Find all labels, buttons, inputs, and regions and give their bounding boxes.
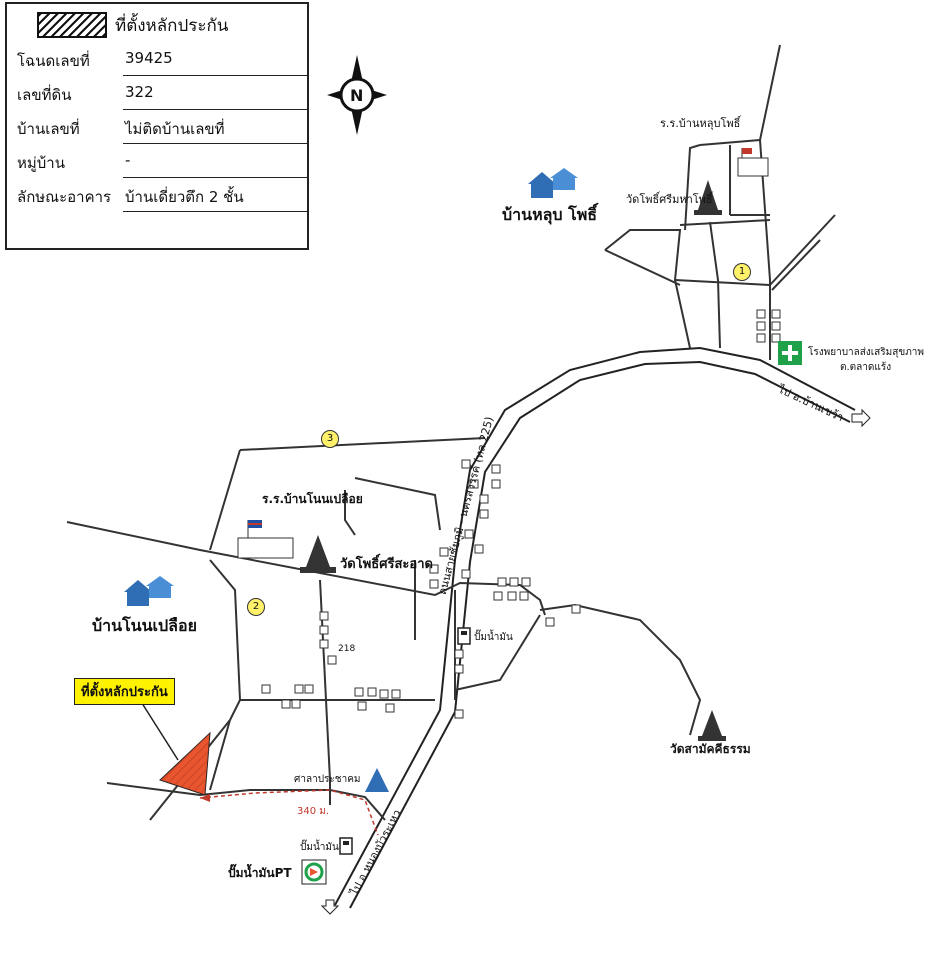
school-north-label: ร.ร.บ้านหลุบโพธิ์ — [660, 117, 741, 130]
info-row-house-no: บ้านเลขที่ ไม่ติดบ้านเลขที่ — [7, 110, 307, 144]
gas-pump-icon — [457, 627, 471, 645]
temple-icon — [694, 180, 722, 215]
gas-pt-label: ปั๊มน้ำมันPT — [228, 866, 292, 880]
temple-icon — [300, 535, 336, 573]
school-flag-icon — [737, 148, 769, 177]
property-info-table: ที่ตั้งหลักประกัน โฉนดเลขที่ 39425 เลขที… — [5, 2, 309, 250]
temple-icon — [698, 710, 726, 741]
gas-south-label: ปั๊มน้ำมัน — [300, 842, 339, 853]
info-row-building-type: ลักษณะอาคาร บ้านเดี่ยวตึก 2 ชั้น — [7, 178, 307, 212]
hatch-legend-swatch — [37, 12, 107, 38]
gas-pump-icon — [339, 837, 353, 855]
distance-line — [199, 789, 379, 836]
info-row-village: หมู่บ้าน - — [7, 144, 307, 178]
tent-icon — [365, 768, 389, 792]
school-mid-label: ร.ร.บ้านโนนเปลือย — [262, 492, 363, 506]
compass-icon — [327, 55, 387, 135]
village-north-label: บ้านหลุบ โพธิ์ — [502, 205, 598, 224]
info-row-deed: โฉนดเลขที่ 39425 — [7, 42, 307, 76]
highway-road — [334, 346, 856, 909]
marker-1: 1 — [733, 263, 751, 281]
school-flag-icon — [237, 520, 294, 559]
marker-3: 3 — [321, 430, 339, 448]
house-icon — [124, 576, 174, 606]
village-mid-label: บ้านโนนเปลือย — [92, 616, 197, 635]
hospital-icon — [778, 341, 802, 365]
collateral-callout: ที่ตั้งหลักประกัน — [74, 678, 175, 705]
arrow-east-icon — [851, 408, 871, 428]
local-roads — [66, 44, 836, 821]
hospital-label: โรงพยาบาลส่งเสริมสุขภาพ — [808, 347, 924, 358]
house-icon — [528, 168, 578, 198]
legend-label: ที่ตั้งหลักประกัน — [115, 16, 229, 36]
marker-2: 2 — [247, 598, 265, 616]
distance-label: 340 ม. — [297, 806, 330, 817]
temple-east-label: วัดสามัคคีธรรม — [670, 742, 751, 756]
hospital-sub-label: ต.ตลาดแร้ง — [840, 362, 892, 373]
temple-north-label: วัดโพธิ์ศรีมหาโพธิ์ — [626, 193, 713, 206]
collateral-callout-pointer — [139, 699, 179, 761]
building-markers — [261, 309, 781, 719]
pavilion-label: ศาลาประชาคม — [294, 774, 361, 785]
info-row-land-no: เลขที่ดิน 322 — [7, 76, 307, 110]
gas-mid-label: ปั๊มน้ำมัน — [474, 632, 513, 643]
arrow-south-icon — [320, 899, 340, 915]
temple-mid-label: วัดโพธิ์ศรีสะอาด — [340, 557, 433, 572]
compass-letter: N — [350, 86, 364, 105]
pt-logo-icon — [301, 859, 327, 885]
house-number-label: 218 — [338, 644, 356, 654]
